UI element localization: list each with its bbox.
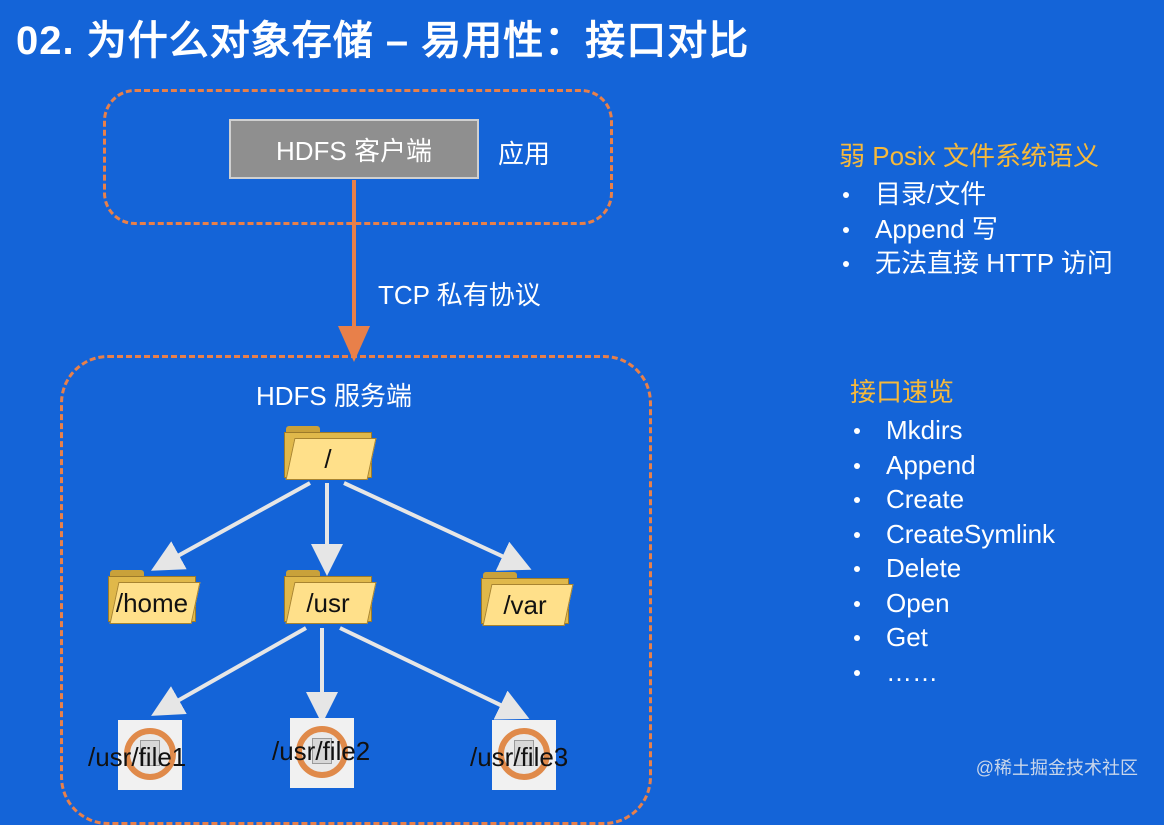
tcp-protocol-label: TCP 私有协议 bbox=[378, 280, 541, 310]
hdfs-client-box: HDFS 客户端 bbox=[229, 119, 479, 179]
folder-label-root: / bbox=[324, 443, 332, 474]
api-item: Append bbox=[850, 448, 1055, 483]
folder-label-var: /var bbox=[503, 589, 547, 620]
edge-root-home bbox=[150, 481, 311, 571]
document-icon bbox=[312, 738, 332, 764]
watermark: @稀土掘金技术社区 bbox=[975, 758, 1138, 778]
posix-panel: 弱 Posix 文件系统语义 目录/文件 Append 写 无法直接 HTTP … bbox=[839, 136, 1113, 281]
folder-label-home: /home bbox=[115, 587, 189, 618]
page-title: 02. 为什么对象存储 – 易用性：接口对比 bbox=[16, 19, 750, 63]
api-item: Open bbox=[850, 586, 1055, 621]
posix-item: 目录/文件 bbox=[839, 177, 1113, 212]
file-label-2: /usr/file2 bbox=[272, 736, 371, 766]
folder-home: /home bbox=[108, 570, 201, 624]
file-icon-1 bbox=[118, 720, 182, 790]
api-item: CreateSymlink bbox=[850, 517, 1055, 552]
hdfs-server-label: HDFS 服务端 bbox=[256, 381, 413, 411]
file-label-1: /usr/file1 bbox=[88, 742, 187, 772]
posix-heading: 弱 Posix 文件系统语义 bbox=[839, 141, 1100, 171]
application-label: 应用 bbox=[498, 139, 551, 169]
api-list: Mkdirs Append Create CreateSymlink Delet… bbox=[850, 413, 1055, 689]
folder-root: / bbox=[284, 426, 377, 480]
folder-var: /var bbox=[481, 572, 574, 626]
file-icon-3 bbox=[492, 720, 556, 790]
posix-list: 目录/文件 Append 写 无法直接 HTTP 访问 bbox=[839, 177, 1113, 281]
edge-usr-file1 bbox=[151, 626, 307, 716]
posix-item: Append 写 bbox=[839, 212, 1113, 247]
document-icon bbox=[140, 740, 160, 766]
edge-root-var bbox=[343, 481, 532, 571]
client-region bbox=[103, 89, 613, 225]
folder-usr: /usr bbox=[284, 570, 377, 624]
connector-lines bbox=[150, 180, 532, 724]
api-item: Get bbox=[850, 620, 1055, 655]
folder-label-usr: /usr bbox=[306, 587, 350, 618]
api-item: …… bbox=[850, 655, 1055, 690]
edge-usr-file3 bbox=[339, 626, 530, 720]
posix-item: 无法直接 HTTP 访问 bbox=[839, 246, 1113, 281]
api-item: Mkdirs bbox=[850, 413, 1055, 448]
file-label-3: /usr/file3 bbox=[470, 742, 569, 772]
api-panel: 接口速览 Mkdirs Append Create CreateSymlink … bbox=[850, 372, 1055, 689]
api-item: Create bbox=[850, 482, 1055, 517]
hdfs-client-label: HDFS 客户端 bbox=[275, 135, 432, 166]
api-heading: 接口速览 bbox=[850, 377, 955, 407]
api-item: Delete bbox=[850, 551, 1055, 586]
file-icon-2 bbox=[290, 718, 354, 788]
document-icon bbox=[514, 740, 534, 766]
